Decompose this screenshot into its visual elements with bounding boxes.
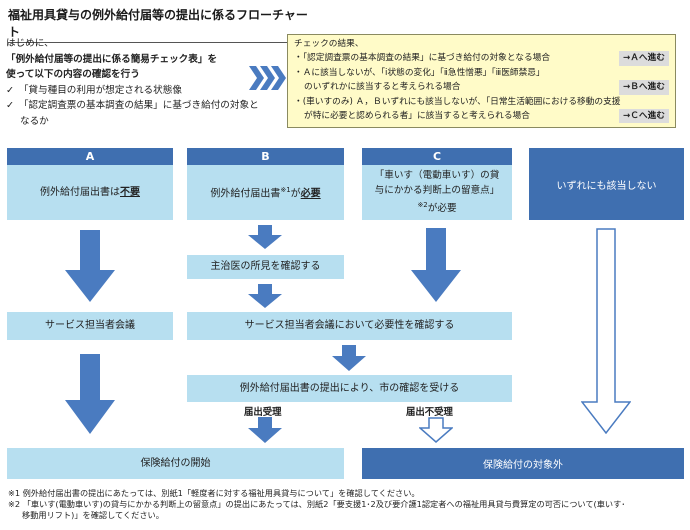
doctor-opinion-box: 主治医の所見を確認する xyxy=(187,255,344,279)
result-item-c-line1: ・(車いすのみ) Ａ，Ｂいずれにも該当しないが、「日常生活範囲における移動の支援 xyxy=(294,96,621,107)
result-item-c-line2: が特に必要と認められる者」に該当すると考えられる場合 →Ｃへ進む xyxy=(294,109,669,124)
footnote-1: ※1 例外給付届出書の提出にあたっては、別紙1「軽度者に対する福祉用具貸与につい… xyxy=(8,488,420,498)
column-c-header: C xyxy=(362,148,512,165)
intro-line2: 「例外給付届等の提出に係る簡易チェック表」を xyxy=(6,53,218,65)
column-a-header: A xyxy=(7,148,173,165)
start-benefit-box: 保険給付の開始 xyxy=(7,448,344,479)
meeting-bc-box: サービス担当者会議において必要性を確認する xyxy=(187,312,512,340)
none-applicable-box: いずれにも該当しない xyxy=(529,148,684,220)
check-icon: ✓ xyxy=(6,84,15,96)
meeting-a-box: サービス担当者会議 xyxy=(7,312,173,340)
intro-check-1: ✓ 「貸与種目の利用が想定される状態像 xyxy=(6,84,182,96)
go-c-label: →Ｃへ進む xyxy=(618,109,669,124)
result-item-a: ・「認定調査票の基本調査の結果」に基づき給付の対象となる場合 →Ａへ進む xyxy=(294,51,669,66)
result-item-b-line1: ・Ａに該当しないが、「ⅰ状態の変化」「ⅱ急性憎悪」「ⅲ医師禁忌」 xyxy=(294,67,545,78)
excluded-benefit-box: 保険給付の対象外 xyxy=(362,448,684,479)
arrow-down-icon xyxy=(248,417,282,443)
footnote-2-cont: 移動用リフト)」を確認してください。 xyxy=(22,510,164,520)
intro-line1: はじめに、 xyxy=(6,38,54,49)
arrow-down-icon xyxy=(65,230,115,302)
accepted-label: 届出受理 xyxy=(244,407,282,418)
result-heading: チェックの結果、 xyxy=(294,39,364,49)
intro-check-2: ✓ 「認定調査票の基本調査の結果」に基づき給付の対象となるか xyxy=(6,100,259,127)
column-c-box: 「車いす（電動車いす）の貸 与にかかる判断上の留意点」 ※2が必要 xyxy=(362,165,512,220)
arrow-down-icon xyxy=(65,354,115,434)
column-b-header: B xyxy=(187,148,344,165)
arrow-down-icon xyxy=(332,345,366,371)
arrow-down-icon xyxy=(248,225,282,249)
rejected-label: 届出不受理 xyxy=(406,407,453,418)
page-title: 福祉用具貸与の例外給付届等の提出に係るフローチャート xyxy=(8,6,308,43)
arrow-down-icon xyxy=(411,228,461,302)
arrow-down-icon xyxy=(248,284,282,308)
column-a-box: 例外給付届出書は不要 xyxy=(7,165,173,220)
footnotes: ※1 例外給付届出書の提出にあたっては、別紙1「軽度者に対する福祉用具貸与につい… xyxy=(8,488,688,521)
go-b-label: →Ｂへ進む xyxy=(618,80,669,95)
check-result-box: チェックの結果、 ・「認定調査票の基本調査の結果」に基づき給付の対象となる場合 … xyxy=(287,34,676,128)
submit-box: 例外給付届出書の提出により、市の確認を受ける xyxy=(187,375,512,402)
check-icon: ✓ xyxy=(6,100,15,111)
intro-line3: 使って以下の内容の確認を行う xyxy=(6,69,140,80)
result-item-b-line2: のいずれかに該当すると考えられる場合 →Ｂへ進む xyxy=(294,80,669,95)
chevron-right-icon xyxy=(249,66,286,90)
go-a-label: →Ａへ進む xyxy=(618,51,669,66)
arrow-down-outline-icon xyxy=(419,417,453,443)
footnote-2: ※2 「車いす(電動車いす)の貸与にかかる判断上の留意点」の提出にあたっては、別… xyxy=(8,499,626,509)
arrow-down-outline-icon xyxy=(581,228,631,434)
column-b-box: 例外給付届出書※1が必要 xyxy=(187,165,344,220)
intro-text: はじめに、 「例外給付届等の提出に係る簡易チェック表」を 使って以下の内容の確認… xyxy=(6,36,261,129)
